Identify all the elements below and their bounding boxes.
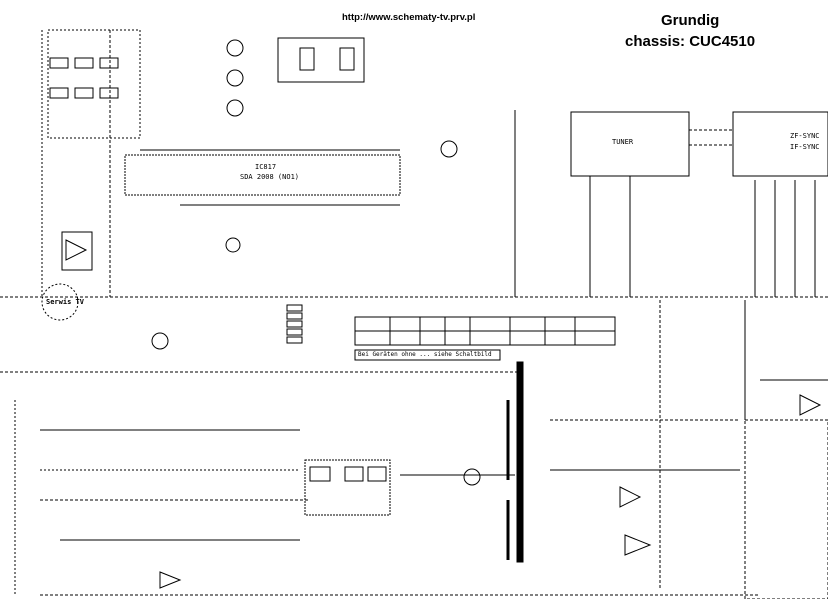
brand-title: Grundig <box>661 12 720 29</box>
source-url: http://www.schematy-tv.prv.pl <box>342 12 476 23</box>
power-ic-block <box>304 459 391 516</box>
ic817-ref: IC817 <box>255 163 277 171</box>
keypad-block <box>47 29 141 139</box>
display-block <box>277 37 365 83</box>
if-sync-block <box>732 111 828 177</box>
if-sync-label: ZF-SYNC <box>790 132 820 140</box>
ic817-block <box>124 154 401 196</box>
table-footnote: Bei Geräten ohne ... siehe Schaltbild <box>358 351 492 358</box>
transistor-icon <box>226 39 244 57</box>
ic817-name: SDA 2008 (NO1) <box>240 173 300 181</box>
service-logo: Serwis TV <box>46 298 84 306</box>
chassis-title: chassis: CUC4510 <box>625 33 756 50</box>
if-sync-sublabel: IF-SYNC <box>790 143 820 151</box>
logo-ring <box>41 283 79 321</box>
transformer-core <box>516 361 524 563</box>
tuner-label: TUNER <box>612 138 634 146</box>
